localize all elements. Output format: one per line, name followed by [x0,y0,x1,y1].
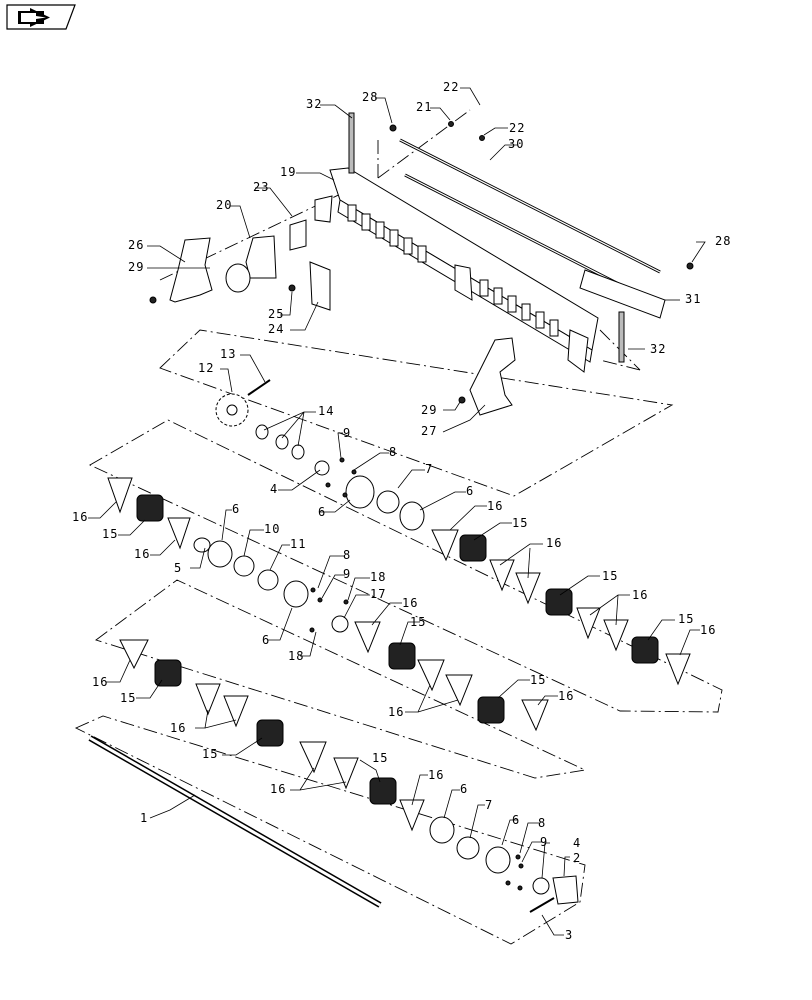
label-15: 15 [372,751,388,765]
label-16: 16 [92,675,108,689]
label-22: 22 [443,80,459,94]
label-6: 6 [232,502,240,516]
label-12: 12 [198,361,214,375]
label-30: 30 [508,137,524,151]
label-9: 9 [343,426,351,440]
label-29: 29 [128,260,144,274]
leader-lines [88,87,706,936]
label-16: 16 [487,499,503,513]
label-14: 14 [318,404,334,418]
label-4: 4 [573,836,581,850]
label-32: 32 [306,97,322,111]
label-6: 6 [460,782,468,796]
label-9: 9 [540,835,548,849]
label-15: 15 [512,516,528,530]
label-8: 8 [538,816,546,830]
assembly-outlines [74,109,723,945]
label-22: 22 [509,121,525,135]
label-6: 6 [466,484,474,498]
label-18: 18 [370,570,386,584]
shaft-assembly-lower [88,735,579,913]
back-button[interactable] [6,4,76,30]
label-15: 15 [202,747,218,761]
label-31: 31 [685,292,701,306]
label-15: 15 [602,569,618,583]
label-18: 18 [288,649,304,663]
label-15: 15 [530,673,546,687]
label-28: 28 [362,90,378,104]
label-8: 8 [343,548,351,562]
label-26: 26 [128,238,144,252]
label-1: 1 [140,811,148,825]
shaft-assembly-upper [107,457,691,686]
label-27: 27 [421,424,437,438]
label-16: 16 [402,596,418,610]
label-2: 2 [573,851,581,865]
label-20: 20 [216,198,232,212]
label-16: 16 [134,547,150,561]
label-8: 8 [389,445,397,459]
label-6: 6 [318,505,326,519]
label-16: 16 [546,536,562,550]
label-15: 15 [120,691,136,705]
label-7: 7 [485,798,493,812]
part-labels: 32 28 21 22 22 30 19 23 20 26 29 25 24 2… [72,80,731,942]
back-arrow-icon [18,8,50,27]
label-32: 32 [650,342,666,356]
label-16: 16 [558,689,574,703]
shaft-assembly-middle [119,621,549,832]
label-15: 15 [678,612,694,626]
label-16: 16 [270,782,286,796]
label-23: 23 [253,180,269,194]
label-25: 25 [268,307,284,321]
label-16: 16 [388,705,404,719]
label-6: 6 [262,633,270,647]
label-28: 28 [715,234,731,248]
label-13: 13 [220,347,236,361]
label-3: 3 [565,928,573,942]
label-17: 17 [370,587,386,601]
label-4: 4 [270,482,278,496]
label-15: 15 [410,615,426,629]
label-16: 16 [428,768,444,782]
label-7: 7 [425,462,433,476]
label-6: 6 [512,813,520,827]
frame-assembly [149,112,694,416]
label-9: 9 [343,567,351,581]
sprocket-assembly [215,379,305,460]
label-24: 24 [268,322,284,336]
label-21: 21 [416,100,432,114]
label-15: 15 [102,527,118,541]
label-16: 16 [72,510,88,524]
label-19: 19 [280,165,296,179]
label-29: 29 [421,403,437,417]
label-5: 5 [174,561,182,575]
label-10: 10 [264,522,280,536]
label-16: 16 [632,588,648,602]
label-16: 16 [170,721,186,735]
label-11: 11 [290,537,306,551]
label-16: 16 [700,623,716,637]
